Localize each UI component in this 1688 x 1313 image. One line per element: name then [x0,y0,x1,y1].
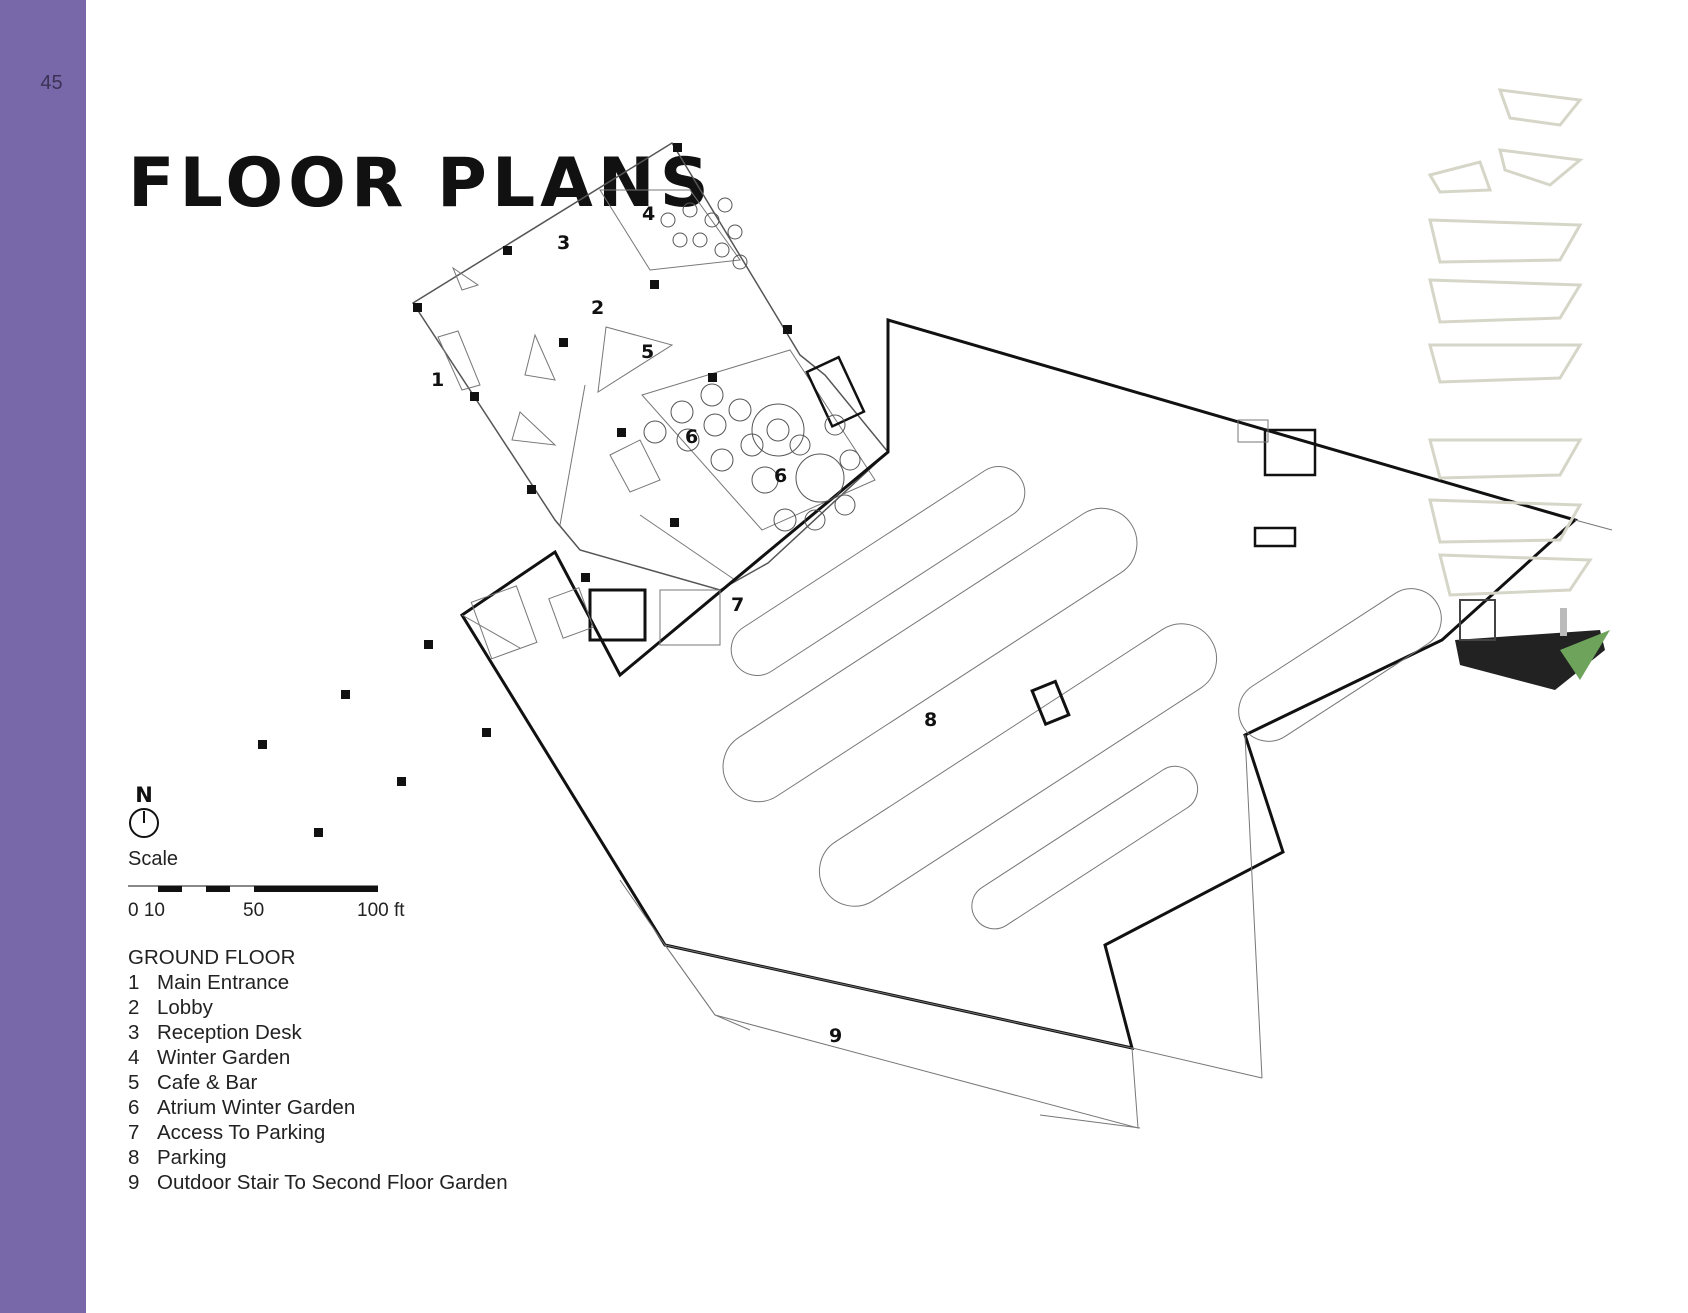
legend-label: Winter Garden [157,1046,291,1069]
legend-num: 7 [128,1121,140,1144]
scale-tick-100: 100 ft [357,900,405,921]
north-arrow: N [126,785,162,838]
legend-num: 4 [128,1046,140,1069]
legend-label: Parking [157,1146,227,1169]
legend-item: 4 Winter Garden [128,1045,508,1070]
tree-canopies [643,197,861,532]
parking-bay-island-2 [722,507,1138,803]
site-vignette [1455,599,1610,690]
legend-num: 5 [128,1071,140,1094]
legend: GROUND FLOOR 1 Main Entrance 2 Lobby 3 Rece… [128,945,508,1195]
lobby-planter-3 [451,266,480,291]
scale-bar [128,885,378,892]
legend-label: Lobby [157,996,213,1019]
north-label: N [135,783,153,807]
legend-label: Access To Parking [157,1121,326,1144]
cafe-bar-counter [597,326,674,393]
plan-tag-3: 3 [557,232,570,254]
outdoor-stair-zone [663,944,1139,1129]
stair-core-north [805,355,866,429]
legend-label: Main Entrance [157,971,290,994]
legend-item: 1 Main Entrance [128,970,508,995]
page-number: 45 [40,72,63,94]
legend-item: 5 Cafe & Bar [128,1070,508,1095]
entrance-vestibule [437,330,481,391]
plan-tag-9: 9 [829,1025,842,1047]
winter-garden-zone [599,189,741,271]
legend-num: 1 [128,971,140,994]
page-title: FLOOR PLANS [128,144,714,223]
plan-tag-6a: 6 [685,426,698,448]
plan-tag-4: 4 [642,203,655,225]
ramp-curve [619,879,751,1031]
stair-core-parking [1030,679,1071,727]
legend-item: 2 Lobby [128,995,508,1020]
legend-num: 8 [128,1146,140,1169]
structural-columns [258,143,792,837]
lobby-planter-1 [524,333,556,381]
parking-bay-island-4 [971,765,1199,930]
legend-num: 3 [128,1021,140,1044]
parking-deck-outline [459,318,1579,1050]
legend-label: Cafe & Bar [157,1071,258,1094]
page-sidebar [0,0,86,1313]
lobby-block-outline [411,141,890,591]
lobby-planter-2 [511,411,557,446]
entrance-kiosk-2 [548,587,594,639]
legend-num: 9 [128,1171,140,1194]
parking-bay-island-5 [1238,588,1442,742]
legend-item: 9 Outdoor Stair To Second Floor Garden [128,1170,508,1195]
plan-tag-5: 5 [641,341,654,363]
scale-tick-50: 50 [243,900,265,921]
legend-heading: GROUND FLOOR [128,946,296,969]
scale-tick-0: 0 10 [128,900,165,921]
scale-label: Scale [128,848,179,870]
entrance-kiosk [470,585,538,660]
stair-core-east [1237,419,1269,443]
legend-item: 7 Access To Parking [128,1120,508,1145]
elevator-core-3 [1253,526,1297,548]
plan-tag-1: 1 [431,369,444,391]
exploded-axonometric-stack [1427,88,1593,597]
plan-tag-8: 8 [924,709,937,731]
legend-item: 8 Parking [128,1145,508,1170]
atrium-garden-zone [641,349,876,531]
plan-tag-6b: 6 [774,465,787,487]
parking-bay-island-3 [818,623,1218,907]
legend-num: 6 [128,1096,140,1119]
legend-label: Atrium Winter Garden [157,1096,356,1119]
stair-block [609,439,661,493]
elevator-core-1 [588,588,647,642]
compass-icon [129,808,159,838]
legend-item: 6 Atrium Winter Garden [128,1095,508,1120]
plan-tag-2: 2 [591,297,604,319]
restroom-block [659,589,721,646]
legend-item: 3 Reception Desk [128,1020,508,1045]
plan-tag-7: 7 [731,594,744,616]
legend-num: 2 [128,996,140,1019]
legend-label: Reception Desk [157,1021,302,1044]
parking-bay-island-1 [730,466,1026,676]
elevator-core-2 [1263,428,1317,477]
legend-label: Outdoor Stair To Second Floor Garden [157,1171,508,1194]
